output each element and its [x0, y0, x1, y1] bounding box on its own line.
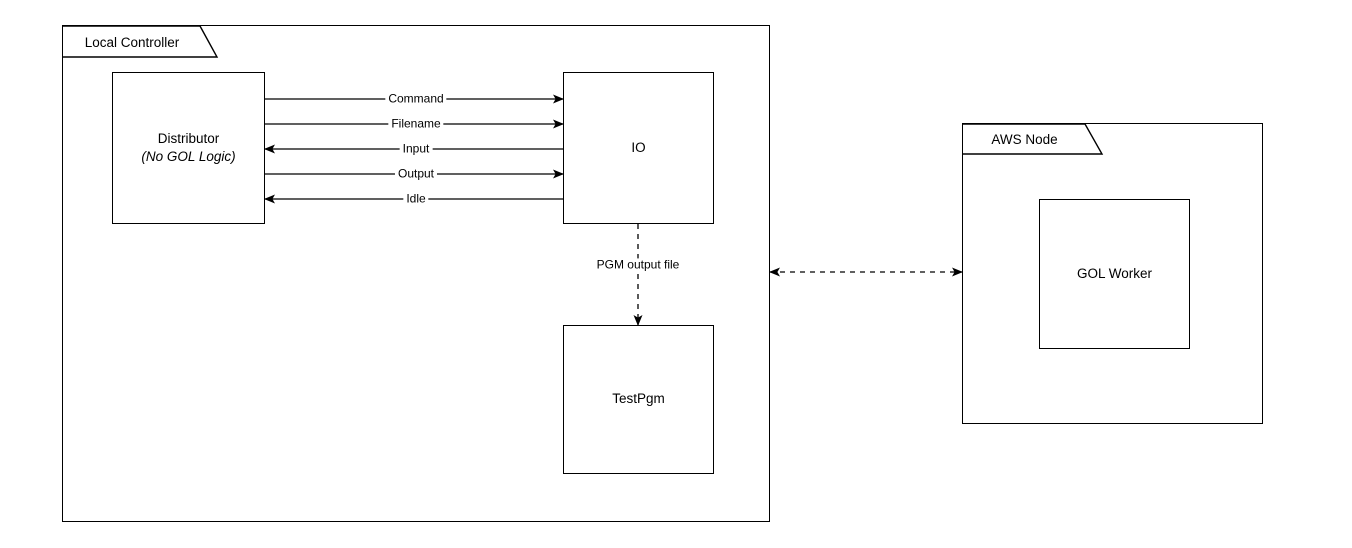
node-io[interactable]: IO: [563, 72, 714, 224]
edge-label-idle: Idle: [403, 192, 429, 206]
edge-label-filename: Filename: [388, 117, 444, 131]
node-gol-worker-label: GOL Worker: [1076, 265, 1152, 281]
edge-label-input: Input: [399, 142, 433, 156]
node-distributor[interactable]: Distributor (No GOL Logic): [112, 72, 265, 224]
node-testpgm[interactable]: TestPgm: [563, 325, 714, 474]
node-distributor-label: Distributor: [157, 130, 220, 146]
node-io-label: IO: [631, 139, 646, 155]
container-local-controller-label: Local Controller: [84, 34, 180, 50]
container-aws-node-label: AWS Node: [991, 132, 1058, 147]
edge-label-output: Output: [394, 167, 438, 181]
edge-label-pgm-output-file: PGM output file: [593, 258, 683, 272]
node-gol-worker[interactable]: GOL Worker: [1039, 199, 1190, 349]
edge-label-command: Command: [385, 92, 447, 106]
node-testpgm-label: TestPgm: [612, 391, 665, 407]
node-distributor-sublabel: (No GOL Logic): [141, 149, 236, 164]
